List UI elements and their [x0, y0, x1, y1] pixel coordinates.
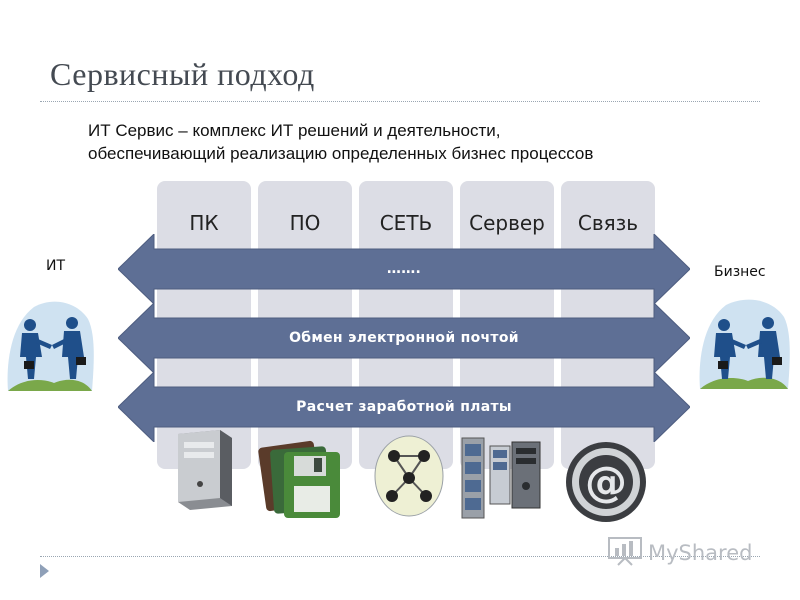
- double-arrow-shape: [118, 303, 690, 373]
- previous-slide-icon[interactable]: [38, 563, 50, 584]
- column-label-communication: Связь: [577, 211, 639, 235]
- column-label-software: ПО: [289, 211, 321, 235]
- handshake-icon: [4, 295, 96, 400]
- column-label-server: Сервер: [469, 211, 545, 235]
- bottom-divider: [40, 556, 760, 557]
- business-label: Бизнес: [714, 264, 766, 280]
- definition-line-1: ИТ Сервис – комплекс ИТ решений и деятел…: [88, 121, 501, 140]
- slide-title: Сервисный подход: [50, 56, 315, 92]
- title-divider: [40, 101, 760, 102]
- column-label-network: СЕТЬ: [379, 211, 433, 235]
- svg-text:@: @: [585, 457, 627, 506]
- server-rack-icon: [460, 436, 542, 525]
- service-arrow-3: Расчет заработной платы: [118, 372, 690, 442]
- column-label-pc: ПК: [189, 211, 219, 235]
- service-arrow-1: …….: [118, 234, 690, 304]
- network-icon: [372, 434, 446, 523]
- myshared-text: MyShared: [648, 541, 753, 565]
- definition-text: ИТ Сервис – комплекс ИТ решений и деятел…: [88, 119, 728, 165]
- pc-tower-icon: [170, 428, 236, 515]
- definition-line-2: обеспечивающий реализацию определенных б…: [88, 144, 594, 163]
- service-arrow-label-2: Обмен электронной почтой: [289, 330, 519, 346]
- it-label: ИТ: [46, 258, 66, 274]
- double-arrow-shape: [118, 372, 690, 442]
- handshake-icon: [696, 293, 794, 398]
- at-sign-icon: @: [564, 440, 648, 529]
- myshared-watermark: MyShared: [608, 536, 752, 570]
- floppy-disks-icon: [258, 432, 354, 533]
- myshared-logo-icon: [608, 536, 642, 571]
- service-arrow-label-1: …….: [386, 261, 422, 277]
- service-arrow-label-3: Расчет заработной платы: [296, 399, 512, 415]
- double-arrow-shape: [118, 234, 690, 304]
- service-arrow-2: Обмен электронной почтой: [118, 303, 690, 373]
